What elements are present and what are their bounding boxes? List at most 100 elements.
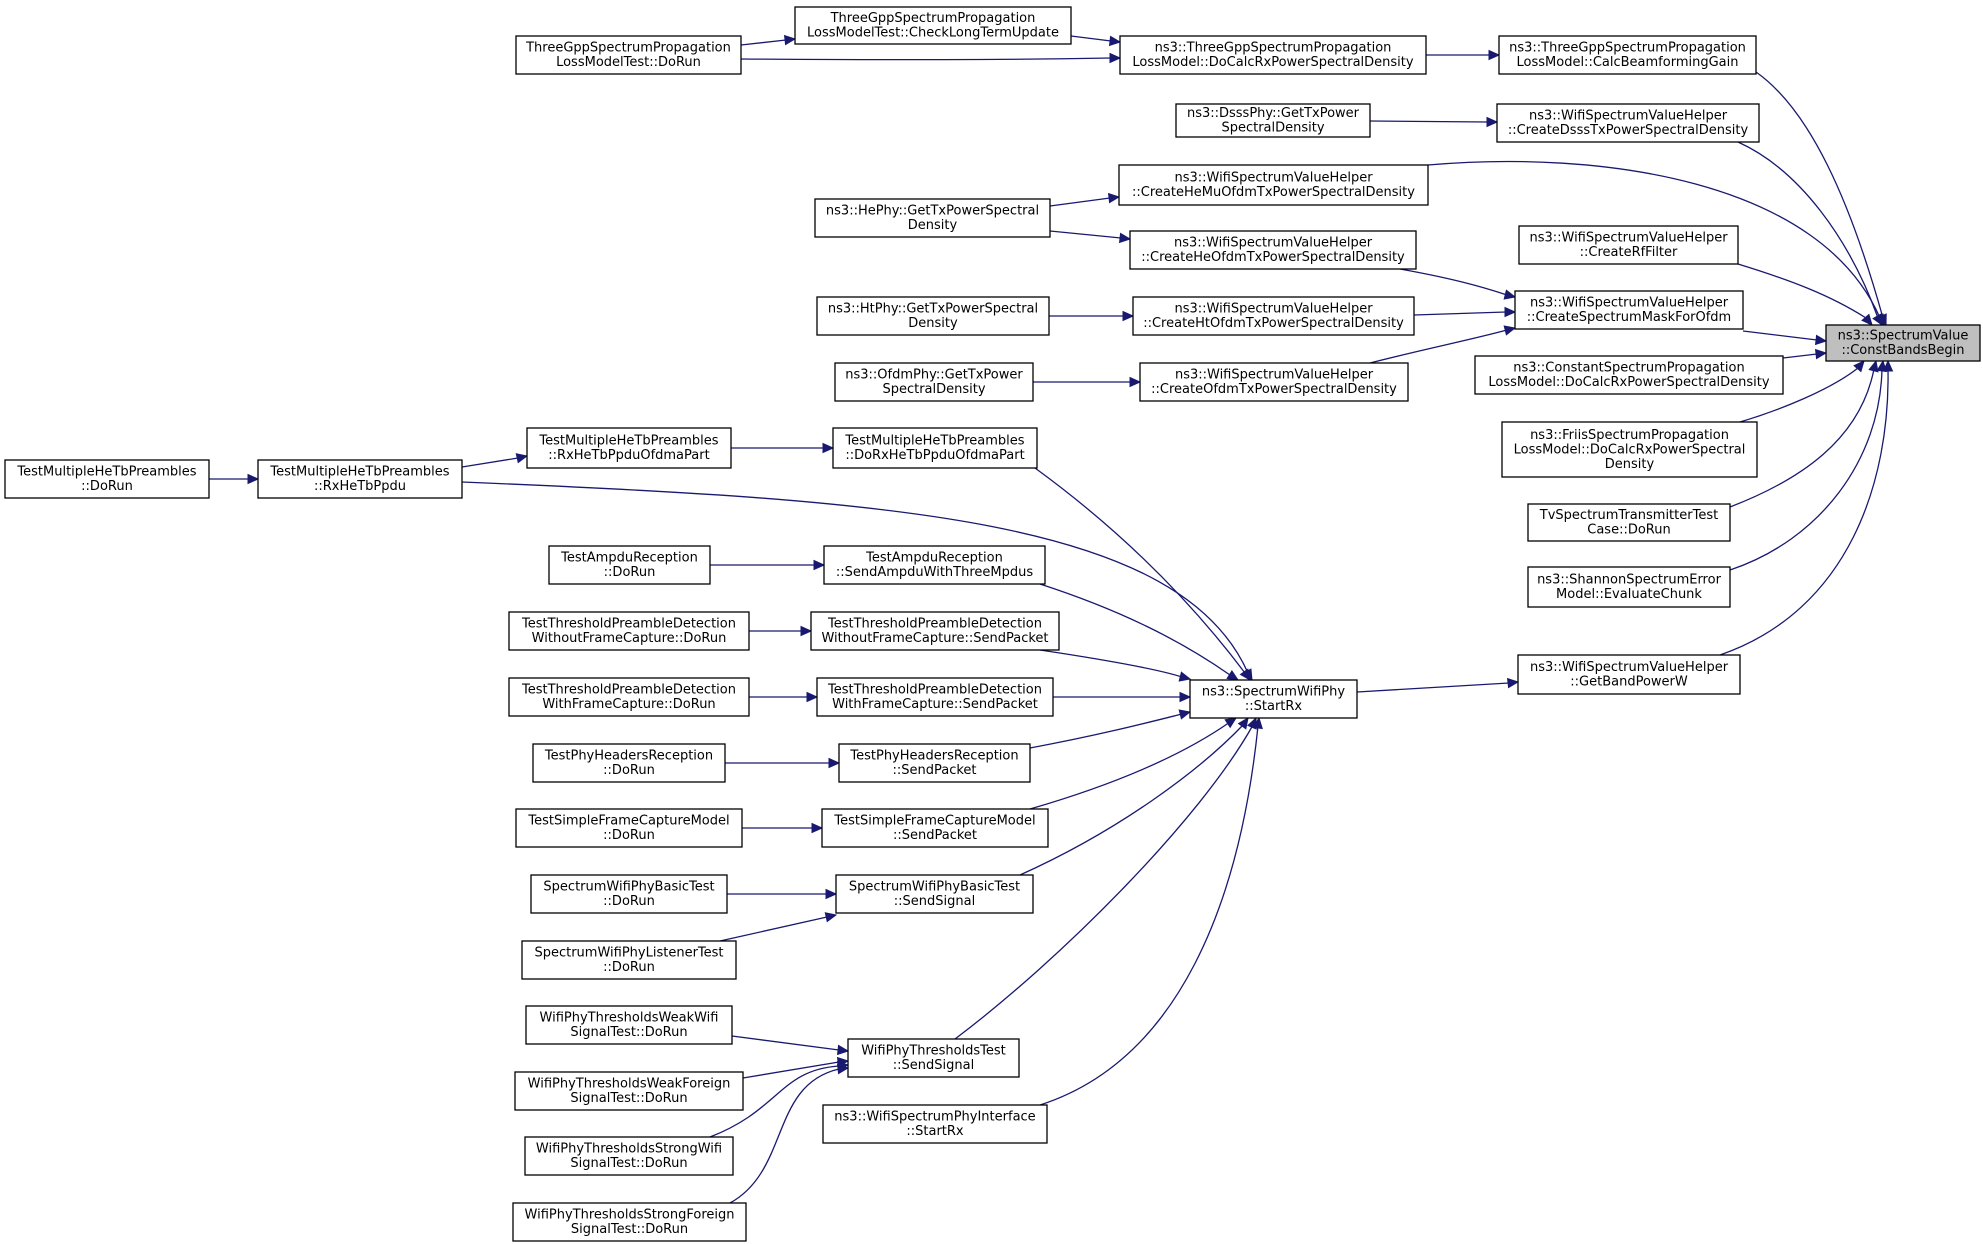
node-dcrx[interactable]: ns3::ThreeGppSpectrumPropagationLossMode… — [1119, 35, 1427, 75]
node-label-line: ns3::ThreeGppSpectrumPropagation — [1509, 41, 1746, 56]
node-phRun[interactable]: TestPhyHeadersReception::DoRun — [532, 743, 726, 783]
node-label-line: LossModel::DoCalcRxPowerSpectralDensity — [1132, 55, 1414, 70]
node-wspi[interactable]: ns3::WifiSpectrumPhyInterface::StartRx — [822, 1104, 1048, 1144]
arrowhead-icon — [811, 822, 824, 834]
node-label-line: TestMultipleHeTbPreambles — [538, 434, 718, 449]
edge-line — [1729, 368, 1883, 571]
node-wptSend[interactable]: WifiPhyThresholdsTest::SendSignal — [847, 1038, 1020, 1078]
node-box — [532, 743, 726, 783]
node-tpdwoRun[interactable]: TestThresholdPreambleDetectionWithoutFra… — [508, 611, 750, 651]
node-label-line: ns3::HtPhy::GetTxPowerSpectral — [828, 302, 1038, 317]
node-startRx[interactable]: ns3::SpectrumWifiPhy::StartRx — [1189, 679, 1358, 719]
node-wsfRun[interactable]: WifiPhyThresholdsStrongForeignSignalTest… — [512, 1202, 747, 1242]
node-gainB[interactable]: ns3::ThreeGppSpectrumPropagationLossMode… — [1498, 35, 1757, 75]
node-sfcSend[interactable]: TestSimpleFrameCaptureModel::SendPacket — [821, 808, 1049, 848]
node-label-line: ::CreateHtOfdmTxPowerSpectralDensity — [1143, 316, 1404, 331]
node-box — [530, 874, 728, 914]
node-label-line: ns3::DsssPhy::GetTxPower — [1187, 106, 1360, 121]
edge-htofdm-to-mask — [1413, 306, 1517, 318]
node-dsssHelp[interactable]: ns3::WifiSpectrumValueHelper::CreateDsss… — [1496, 103, 1760, 143]
arrowhead-icon — [1237, 717, 1249, 730]
node-rf[interactable]: ns3::WifiSpectrumValueHelper::CreateRfFi… — [1518, 225, 1739, 265]
arrowhead-icon — [1882, 359, 1894, 372]
node-tpdwSend[interactable]: TestThresholdPreambleDetectionWithFrameC… — [816, 677, 1054, 717]
node-box — [1474, 355, 1784, 395]
node-ampduSend[interactable]: TestAmpduReception::SendAmpduWithThreeMp… — [823, 545, 1046, 585]
arrowhead-icon — [1224, 717, 1238, 729]
node-tpdwoSend[interactable]: TestThresholdPreambleDetectionWithoutFra… — [810, 611, 1060, 651]
node-label-line: WifiPhyThresholdsStrongWifi — [536, 1142, 722, 1157]
node-mhRun[interactable]: TestMultipleHeTbPreambles::DoRun — [4, 459, 210, 499]
node-wswRun[interactable]: WifiPhyThresholdsStrongWifiSignalTest::D… — [524, 1136, 734, 1176]
node-box — [1132, 296, 1415, 336]
node-ofdm[interactable]: ns3::WifiSpectrumValueHelper::CreateOfdm… — [1139, 362, 1409, 402]
edge-swbSend-to-startRx — [1019, 717, 1249, 876]
node-box — [515, 35, 742, 75]
node-ampduRun[interactable]: TestAmpduReception::DoRun — [548, 545, 711, 585]
edge-constProp-to-cbb — [1782, 348, 1828, 360]
node-label-line: ::SendPacket — [892, 763, 976, 778]
node-hemu[interactable]: ns3::WifiSpectrumValueHelper::CreateHeMu… — [1118, 164, 1429, 206]
edge-friis-to-cbb — [1739, 360, 1865, 423]
focus-node-cbb[interactable]: ns3::SpectrumValue::ConstBandsBegin — [1825, 324, 1981, 362]
node-constProp[interactable]: ns3::ConstantSpectrumPropagationLossMode… — [1474, 355, 1784, 395]
node-box — [1175, 103, 1371, 138]
node-bandPow[interactable]: ns3::WifiSpectrumValueHelper::GetBandPow… — [1517, 654, 1741, 695]
edge-swlRun-to-swbSend — [719, 912, 838, 942]
arrowhead-icon — [247, 473, 260, 485]
node-clt[interactable]: ThreeGppSpectrumPropagationLossModelTest… — [794, 6, 1072, 45]
node-box — [508, 611, 750, 651]
node-wwwRun[interactable]: WifiPhyThresholdsWeakWifiSignalTest::DoR… — [525, 1005, 733, 1045]
node-heofdm[interactable]: ns3::WifiSpectrumValueHelper::CreateHeOf… — [1129, 230, 1417, 270]
node-friis[interactable]: ns3::FriisSpectrumPropagationLossModel::… — [1501, 421, 1758, 478]
edge-hemu-to-cbb — [1427, 160, 1885, 327]
node-box — [4, 459, 210, 499]
arrowhead-icon — [825, 888, 838, 900]
node-label-line: ns3::WifiSpectrumValueHelper — [1174, 171, 1373, 186]
node-label-line: ::CreateRfFilter — [1580, 245, 1678, 260]
node-box — [508, 677, 750, 717]
node-mask[interactable]: ns3::WifiSpectrumValueHelper::CreateSpec… — [1514, 290, 1744, 330]
edge-line — [740, 57, 1112, 61]
node-wwfRun[interactable]: WifiPhyThresholdsWeakForeignSignalTest::… — [514, 1071, 744, 1111]
node-box — [1498, 35, 1757, 75]
node-label-line: ::DoRun — [81, 479, 133, 494]
node-label-line: TestPhyHeadersReception — [849, 749, 1018, 764]
edge-bandPow-to-cbb — [1719, 359, 1894, 656]
node-swbSend[interactable]: SpectrumWifiPhyBasicTest::SendSignal — [835, 874, 1034, 914]
node-tgrun[interactable]: ThreeGppSpectrumPropagationLossModelTest… — [515, 35, 742, 75]
arrowhead-icon — [824, 912, 838, 923]
node-label-line: Density — [908, 218, 958, 233]
node-label-line: SpectrumWifiPhyBasicTest — [849, 880, 1020, 895]
node-box — [515, 808, 743, 848]
node-doRxHe[interactable]: TestMultipleHeTbPreambles::DoRxHeTbPpduO… — [832, 427, 1038, 469]
node-label-line: ns3::SpectrumValue — [1838, 329, 1969, 344]
node-label-line: Density — [1605, 457, 1655, 472]
node-label-line: ns3::WifiSpectrumValueHelper — [1174, 236, 1373, 251]
node-phSend[interactable]: TestPhyHeadersReception::SendPacket — [838, 743, 1031, 783]
node-label-line: SignalTest::DoRun — [570, 1025, 687, 1040]
node-rxHeOf[interactable]: TestMultipleHeTbPreambles::RxHeTbPpduOfd… — [526, 427, 732, 469]
edge-line — [1737, 141, 1879, 319]
node-sfcRun[interactable]: TestSimpleFrameCaptureModel::DoRun — [515, 808, 743, 848]
node-swbRun[interactable]: SpectrumWifiPhyBasicTest::DoRun — [530, 874, 728, 914]
node-box — [816, 296, 1050, 336]
edge-phSend-to-startRx — [1029, 709, 1192, 749]
node-shannon[interactable]: ns3::ShannonSpectrumErrorModel::Evaluate… — [1527, 566, 1731, 608]
edge-line — [1737, 263, 1867, 319]
node-label-line: ns3::WifiSpectrumPhyInterface — [834, 1110, 1035, 1125]
node-htofdm[interactable]: ns3::WifiSpectrumValueHelper::CreateHtOf… — [1132, 296, 1415, 336]
edge-clt-to-dcrx — [1070, 35, 1122, 47]
node-label-line: ns3::WifiSpectrumValueHelper — [1529, 109, 1728, 124]
edge-line — [1070, 35, 1112, 42]
node-rxHe[interactable]: TestMultipleHeTbPreambles::RxHeTbPpdu — [257, 459, 463, 499]
node-tpdwRun[interactable]: TestThresholdPreambleDetectionWithFrameC… — [508, 677, 750, 717]
edge-tpdwoSend-to-startRx — [1039, 649, 1192, 682]
node-swlRun[interactable]: SpectrumWifiPhyListenerTest::DoRun — [521, 940, 737, 980]
node-label-line: WithFrameCapture::SendPacket — [832, 697, 1038, 712]
